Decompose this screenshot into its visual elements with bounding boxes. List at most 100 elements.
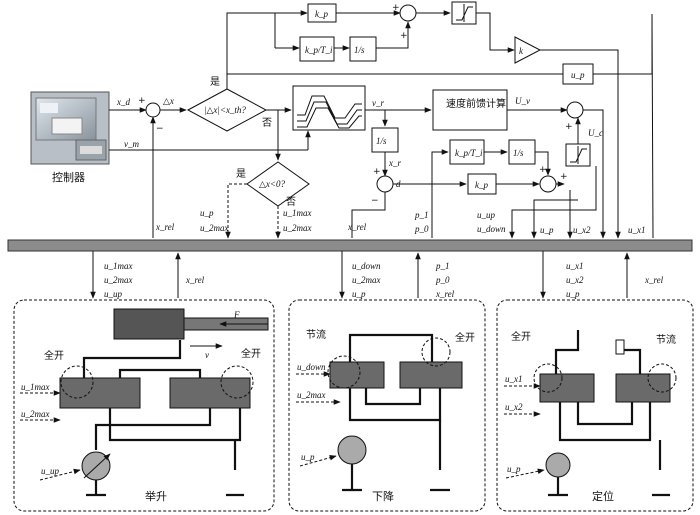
lift-open-label-2: 全开 (241, 347, 261, 360)
controller-label: 控制器 (52, 170, 85, 184)
ux2-label: u_x2 (573, 225, 591, 235)
p1-label: p_1 (414, 210, 429, 220)
feedforward-block (432, 89, 508, 131)
u2max-b-label: u_2max (283, 223, 312, 233)
lift-u1max-label: u_1max (21, 382, 50, 392)
panel-lower (288, 299, 486, 512)
sum-junction-pi-low (539, 175, 557, 193)
block-kp-ti-top (299, 36, 335, 62)
block-integ-mid (371, 127, 399, 153)
position-open-label: 全开 (511, 330, 531, 343)
lower-open-label: 全开 (455, 331, 475, 344)
block-integ-mid-text: 1/s (376, 136, 387, 146)
xrel1-label: x_rel (155, 222, 175, 232)
bus-lift-u2max: u_2max (104, 275, 133, 285)
bus-lower-xrel: x_rel (435, 289, 455, 299)
sum3-plus: + (565, 122, 573, 132)
lift-open-label-1: 全开 (44, 349, 64, 362)
lift-valve-1 (59, 377, 141, 409)
bus-lift-uup: u_up (104, 289, 123, 299)
lower-pump (337, 435, 367, 465)
decision1-no: 否 (262, 117, 272, 129)
vr-label: v_r (372, 98, 384, 108)
block-integ-low-text: 1/s (513, 148, 524, 158)
Uv-label: U_v (515, 96, 530, 106)
position-ux1-label: u_x1 (505, 374, 523, 384)
bus-lower-u2max: u_2max (352, 275, 381, 285)
block-integ-top (349, 36, 377, 62)
position-throttle-label: 节流 (656, 333, 676, 346)
xd-label: x_d (116, 97, 130, 107)
bus-pos-up: u_p (566, 289, 580, 299)
sum-junction-pi-top (399, 4, 417, 22)
lift-speed-label: v (205, 350, 209, 360)
decision1-yes: 是 (210, 76, 220, 88)
yes-path-top (226, 12, 300, 89)
block-kp-top-text: k_p (315, 9, 328, 19)
controller-computer-image (30, 91, 110, 165)
sum-junction-output (566, 101, 584, 119)
vm-label: v_m (124, 139, 139, 149)
position-up-label: u_p (507, 464, 521, 474)
sum5-plus: + (539, 165, 547, 175)
bus-pos-xrel: x_rel (644, 275, 664, 285)
lower-udown-label: u_down (297, 362, 326, 372)
sum2-plus-a: + (392, 3, 400, 13)
lift-uup-label: u_up (41, 466, 60, 476)
xr-label: x_r (388, 158, 401, 168)
decision-sign (246, 161, 310, 207)
communication-bus (7, 239, 693, 252)
block-up-text: u_p (571, 70, 585, 80)
bus-pos-ux2: u_x2 (566, 275, 584, 285)
block-integ-low (508, 139, 536, 165)
lower-valve-2 (399, 361, 463, 389)
bus-lower-udown: u_down (352, 261, 381, 271)
lower-throttle-label: 节流 (306, 328, 326, 341)
Uc-label: U_c (588, 128, 603, 138)
block-integ-top-text: 1/s (354, 45, 365, 55)
uup-label: u_up (477, 210, 496, 220)
lower-up-label: u_p (301, 452, 315, 462)
block-kp-ti-top-text: k_p/T_i (305, 45, 333, 55)
feedforward-text: 速度前馈计算 (446, 97, 506, 110)
sum5-plus-b: + (560, 172, 568, 182)
decision2-no: 否 (286, 196, 296, 208)
block-kp-low-text: k_p (475, 180, 488, 190)
lower-valve-1 (329, 361, 385, 389)
lift-u2max-label: u_2max (21, 409, 50, 419)
block-kp-ti-mid-text: k_p/T_i (455, 148, 483, 158)
panel-lift (13, 299, 275, 512)
sum1-minus: − (156, 124, 164, 134)
xrel2-label: x_rel (347, 222, 367, 232)
sum4-minus: − (371, 196, 379, 206)
lift-force-label: F (233, 310, 240, 320)
bus-lift-xrel: x_rel (185, 275, 205, 285)
udown-label: u_down (477, 224, 506, 234)
position-ux2-label: u_x2 (505, 402, 523, 412)
u1max-label: u_1max (283, 208, 312, 218)
bus-pos-ux1: u_x1 (566, 261, 584, 271)
up1-label: u_p (200, 208, 214, 218)
decision-sign-text: △x<0? (259, 179, 285, 189)
bus-lift-u1max: u_1max (104, 261, 133, 271)
lower-u2max-label: u_2max (297, 390, 326, 400)
bus-lower-up: u_p (352, 289, 366, 299)
dx-label: △x (163, 96, 174, 106)
bus-lower-p0: p_0 (435, 275, 450, 285)
decision-threshold-text: |△x|<x_th? (204, 105, 246, 115)
up2-label: u_p (540, 225, 554, 235)
decision2-yes: 是 (236, 168, 246, 180)
bus-lower-p1: p_1 (435, 261, 450, 271)
gain-k-text: k (519, 46, 524, 56)
gain-k-block (514, 36, 542, 64)
sum2-plus-b: + (400, 31, 408, 41)
sum1-plus: + (138, 96, 146, 106)
position-pump (545, 452, 571, 478)
sum-junction-position (376, 175, 394, 193)
position-valve-1 (539, 373, 595, 403)
sum4-plus: + (373, 167, 381, 177)
lower-title: 下降 (372, 489, 394, 503)
lift-valve-2 (169, 377, 251, 409)
p0-label: p_0 (414, 224, 429, 234)
